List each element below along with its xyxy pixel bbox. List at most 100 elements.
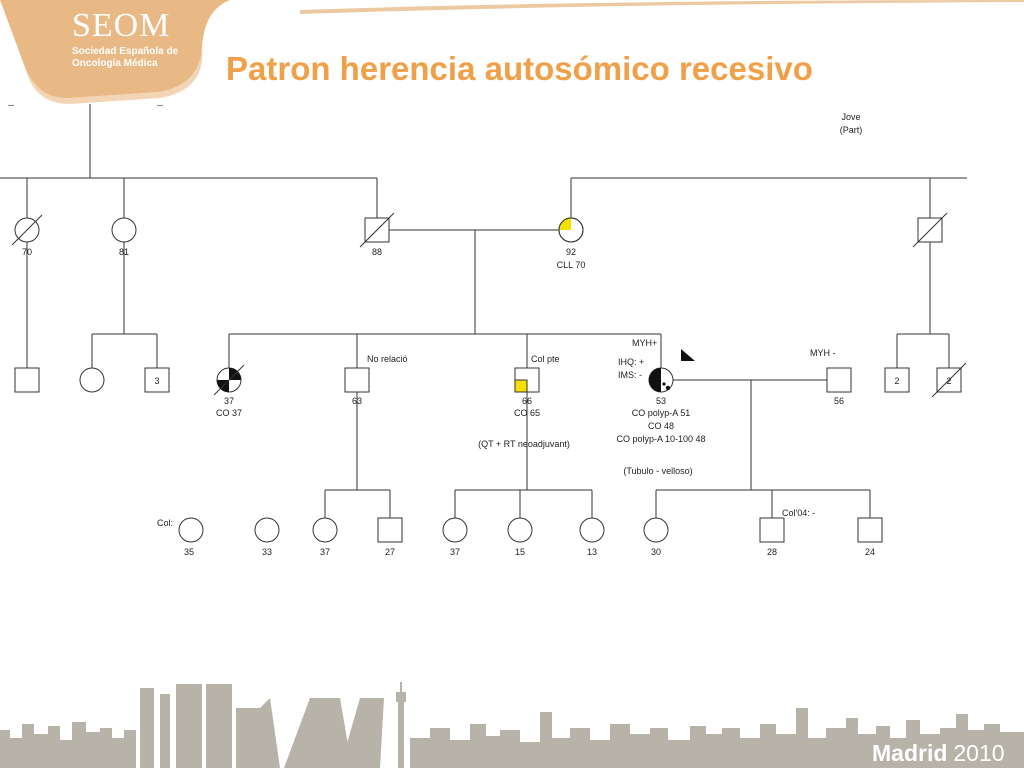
individual-g2-81: 81 [111, 217, 137, 257]
logo-name: SEOM [72, 7, 171, 44]
age-label: 53 [656, 396, 666, 406]
footer-city-name: Madrid [872, 740, 948, 766]
sibling-count: 2 [946, 376, 951, 386]
age-label: 92 [566, 247, 576, 257]
individual-g2-88: 88 [359, 212, 395, 257]
note-col: Col: [157, 518, 173, 528]
individual-g2-92: 92 CLL 70 [557, 217, 585, 270]
age-label: 30 [651, 547, 661, 557]
age-label: 56 [834, 396, 844, 406]
note-tubulo: (Tubulo - velloso) [623, 466, 692, 476]
individual-g3-66: 66 CO 65 Col pte (QT + RT neoadjuvant) [478, 354, 570, 449]
individual-g3-3: 3 [144, 367, 170, 393]
individual-g4-13: 13 [579, 517, 605, 557]
individual-g3-53-proband: 53 CO polyp-A 51 CO 48 CO polyp-A 10-100… [616, 338, 705, 476]
individual-g4-37: 37 [312, 517, 338, 557]
madrid-skyline-graphic [0, 682, 1024, 768]
age-label: 15 [515, 547, 525, 557]
pedigree-lines [0, 104, 967, 518]
female-symbol [79, 367, 105, 393]
male-symbol [14, 367, 40, 393]
deceased-slash [912, 212, 948, 248]
male-symbol [857, 517, 883, 543]
male-symbol [826, 367, 852, 393]
female-outline [558, 217, 584, 243]
individual-g4-15: 15 [507, 517, 533, 557]
male-symbol [144, 367, 170, 393]
note-ihq: IHQ: + [618, 357, 644, 367]
age-label: 35 [184, 547, 194, 557]
header-band [0, 0, 1024, 104]
note-no-relacio: No relació [367, 354, 408, 364]
note-col04: Col'04: - [782, 508, 815, 518]
logo-subtitle: Sociedad Española de Oncología Médica [72, 46, 179, 69]
logo-backdrop [0, 0, 230, 99]
affected-quadrant [649, 380, 661, 392]
polyp-dot [665, 385, 671, 391]
individual-g2-right [912, 212, 948, 248]
age-label: 88 [372, 247, 382, 257]
age-label: 37 [450, 547, 460, 557]
female-symbol [442, 517, 468, 543]
footer-year: 2010 [953, 740, 1005, 766]
male-symbol [344, 367, 370, 393]
proband-arrow-icon [681, 349, 695, 361]
note-qt-rt: (QT + RT neoadjuvant) [478, 439, 570, 449]
diagnosis-label-2: CO 48 [648, 421, 674, 431]
age-label: 70 [22, 247, 32, 257]
note-part: (Part) [840, 125, 863, 135]
individual-g2-70: 70 [11, 214, 43, 257]
female-symbol [507, 517, 533, 543]
age-label: 28 [767, 547, 777, 557]
age-label: 33 [262, 547, 272, 557]
note-myh-neg: MYH - [810, 348, 836, 358]
affected-quadrant [649, 368, 661, 380]
male-symbol [884, 367, 910, 393]
female-symbol [579, 517, 605, 543]
female-symbol [643, 517, 669, 543]
individual-g4-24: 24 [857, 517, 883, 557]
polyp-dot [654, 368, 660, 374]
note-myh-pos: MYH+ [632, 338, 657, 348]
age-label: 24 [865, 547, 875, 557]
note-jove: Jove [841, 112, 860, 122]
slide-title: Patron herencia autosómico recesivo [226, 50, 813, 87]
affected-quadrant [514, 379, 528, 393]
note-ims: IMS: - [618, 370, 642, 380]
individual-g4-30: 30 [643, 517, 669, 557]
female-symbol [178, 517, 204, 543]
age-label: 37 [224, 396, 234, 406]
diagnosis-label: CO 65 [514, 408, 540, 418]
age-label: 66 [522, 396, 532, 406]
individual-g4-37b: 37 [442, 517, 468, 557]
skyline-buildings [0, 682, 1024, 768]
female-symbol [312, 517, 338, 543]
female-symbol [254, 517, 280, 543]
male-symbol [759, 517, 785, 543]
individual-g3-63: 63 No relació [344, 354, 408, 406]
diagnosis-label: CO 37 [216, 408, 242, 418]
sibling-count: 2 [894, 376, 899, 386]
age-label: 81 [119, 247, 129, 257]
note-top-left-b: -- [157, 100, 163, 110]
age-label: 13 [587, 547, 597, 557]
individual-g3-37: 37 CO 37 [213, 364, 245, 418]
individual-g4-28: 28 Col'04: - [759, 508, 815, 557]
female-symbol [111, 217, 137, 243]
individual-g4-33: 33 [254, 517, 280, 557]
deceased-slash [11, 214, 43, 246]
individual-g4-27: 27 [377, 517, 403, 557]
header-swoosh [300, 0, 1024, 14]
diagnosis-label-1: CO polyp-A 51 [632, 408, 691, 418]
deceased-slash [359, 212, 395, 248]
note-col-pte: Col pte [531, 354, 560, 364]
deceased-slash [931, 362, 967, 398]
individual-g4-35: 35 Col: [157, 517, 204, 557]
individual-g3-2b: 2 [931, 362, 967, 398]
age-label: 37 [320, 547, 330, 557]
age-label: 63 [352, 396, 362, 406]
individual-g3-2a: 2 [884, 367, 910, 393]
